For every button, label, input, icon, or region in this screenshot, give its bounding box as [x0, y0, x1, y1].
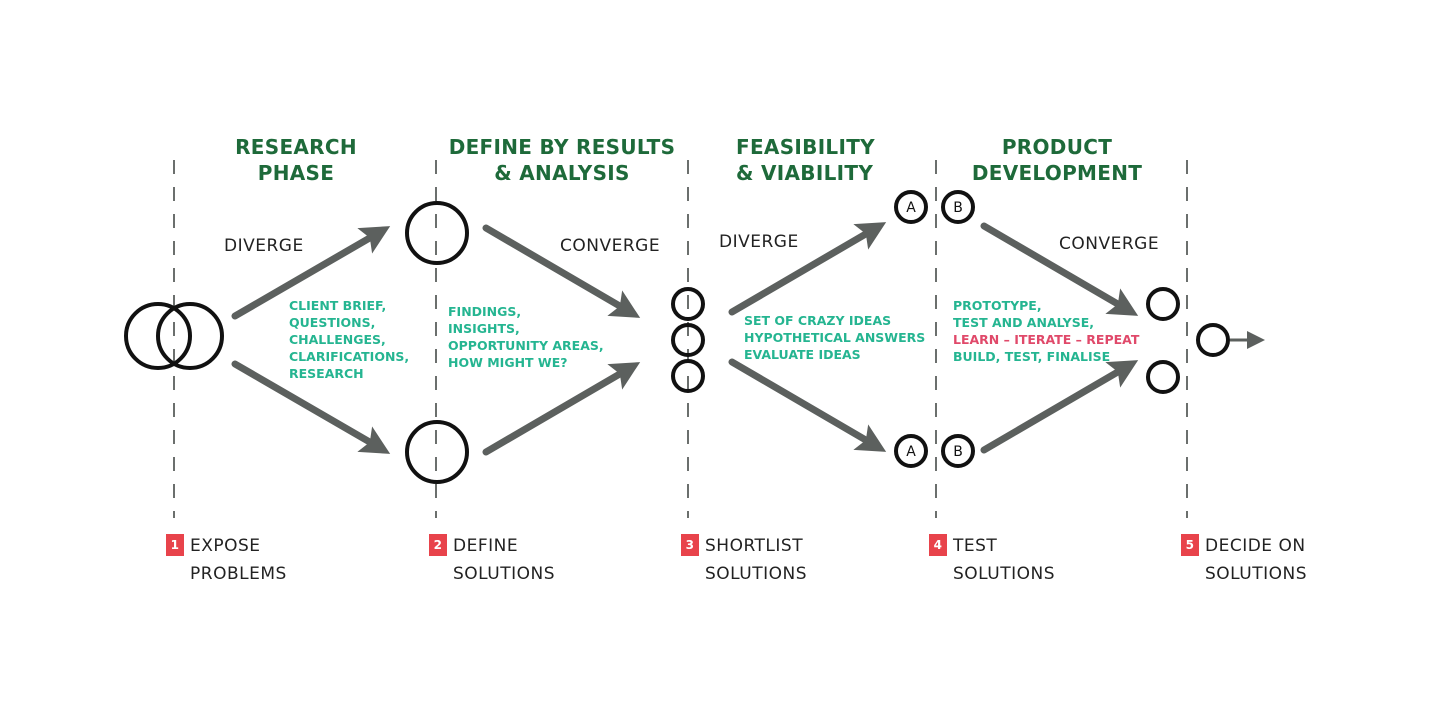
phase-title-line: & VIABILITY [736, 161, 874, 185]
note-line: CHALLENGES, [289, 332, 386, 347]
diverge-label-2: DIVERGE [719, 232, 799, 252]
step-label: TEST [953, 536, 998, 556]
step-5: 5 DECIDE ON SOLUTIONS [1181, 532, 1307, 588]
step-label: SOLUTIONS [453, 564, 556, 584]
step-label: DEFINE [453, 536, 519, 556]
step-number-badge: 3 [681, 534, 699, 556]
converge-label-1: CONVERGE [560, 236, 661, 256]
note-line: HOW MIGHT WE? [448, 355, 568, 370]
converge-label-2: CONVERGE [1059, 234, 1160, 254]
phase-title-define: DEFINE BY RESULTS & ANALYSIS [432, 134, 692, 186]
step-label: SOLUTIONS [953, 564, 1056, 584]
option-a-top-circle [894, 190, 928, 224]
option-a-top-label: A [906, 200, 916, 216]
note-line: QUESTIONS, [289, 315, 376, 330]
arrow-diverge-down-1 [231, 360, 391, 454]
step-label: PROBLEMS [190, 564, 287, 584]
shortlist-circle-2 [671, 323, 705, 357]
arrow-converge-down-2 [980, 222, 1139, 316]
note-line: SET OF CRAZY IDEAS [744, 313, 892, 328]
step-3: 3 SHORTLIST SOLUTIONS [681, 532, 807, 588]
arrow-diverge-down-2 [728, 358, 887, 452]
product-notes: PROTOTYPE, TEST AND ANALYSE, LEARN – ITE… [953, 297, 1139, 365]
note-line: CLIENT BRIEF, [289, 298, 387, 313]
phase-title-line: & ANALYSIS [494, 161, 630, 185]
note-line-highlight: LEARN – ITERATE – REPEAT [953, 332, 1140, 347]
phase-title-research: RESEARCH PHASE [166, 134, 426, 186]
step-label: EXPOSE [190, 536, 261, 556]
start-circle-left [124, 302, 192, 370]
option-b-bottom-circle [941, 434, 975, 468]
feasibility-notes: SET OF CRAZY IDEAS HYPOTHETICAL ANSWERS … [744, 312, 925, 363]
step-number-badge: 5 [1181, 534, 1199, 556]
arrow-diverge-up-2 [728, 222, 887, 316]
step-1: 1 EXPOSE PROBLEMS [166, 532, 287, 588]
research-circle-bottom [405, 420, 469, 484]
note-line: EVALUATE IDEAS [744, 347, 861, 362]
phase-title-line: DEVELOPMENT [971, 161, 1143, 185]
phase-title-line: PHASE [257, 161, 335, 185]
note-line: CLARIFICATIONS, [289, 349, 410, 364]
research-notes: CLIENT BRIEF, QUESTIONS, CHALLENGES, CLA… [289, 297, 409, 382]
note-line: TEST AND ANALYSE, [953, 315, 1094, 330]
shortlist-circle-1 [671, 287, 705, 321]
step-number-badge: 1 [166, 534, 184, 556]
start-circle-right [156, 302, 224, 370]
step-number-badge: 2 [429, 534, 447, 556]
note-line: RESEARCH [289, 366, 364, 381]
phase-title-line: PRODUCT [1001, 135, 1113, 159]
step-label: DECIDE ON [1205, 536, 1306, 556]
arrow-converge-up-1 [482, 362, 641, 456]
note-line: FINDINGS, [448, 304, 522, 319]
research-circle-top [405, 201, 469, 265]
final-solution-circle [1196, 323, 1230, 357]
test-circle-top [1146, 287, 1180, 321]
diverge-label-1: DIVERGE [224, 236, 304, 256]
step-label: SHORTLIST [705, 536, 804, 556]
arrow-converge-up-2 [980, 360, 1139, 454]
step-number-badge: 4 [929, 534, 947, 556]
step-2: 2 DEFINE SOLUTIONS [429, 532, 555, 588]
arrow-converge-down-1 [482, 224, 641, 318]
shortlist-circle-3 [671, 359, 705, 393]
step-label: SOLUTIONS [705, 564, 808, 584]
phase-title-line: FEASIBILITY [736, 135, 875, 159]
phase-title-product: PRODUCT DEVELOPMENT [927, 134, 1187, 186]
option-b-top-circle [941, 190, 975, 224]
phase-title-line: RESEARCH [235, 135, 357, 159]
note-line: PROTOTYPE, [953, 298, 1042, 313]
option-a-bottom-label: A [906, 444, 916, 460]
phase-title-line: DEFINE BY RESULTS [448, 135, 676, 159]
arrow-diverge-up-1 [231, 226, 391, 320]
step-4: 4 TEST SOLUTIONS [929, 532, 1055, 588]
test-circle-bottom [1146, 360, 1180, 394]
phase-title-feasibility: FEASIBILITY & VIABILITY [736, 134, 875, 186]
note-line: OPPORTUNITY AREAS, [448, 338, 604, 353]
step-label: SOLUTIONS [1205, 564, 1308, 584]
define-notes: FINDINGS, INSIGHTS, OPPORTUNITY AREAS, H… [448, 303, 604, 371]
note-line: INSIGHTS, [448, 321, 520, 336]
option-a-bottom-circle [894, 434, 928, 468]
note-line: HYPOTHETICAL ANSWERS [744, 330, 926, 345]
option-b-bottom-label: B [953, 444, 963, 460]
note-line: BUILD, TEST, FINALISE [953, 349, 1111, 364]
option-b-top-label: B [953, 200, 963, 216]
